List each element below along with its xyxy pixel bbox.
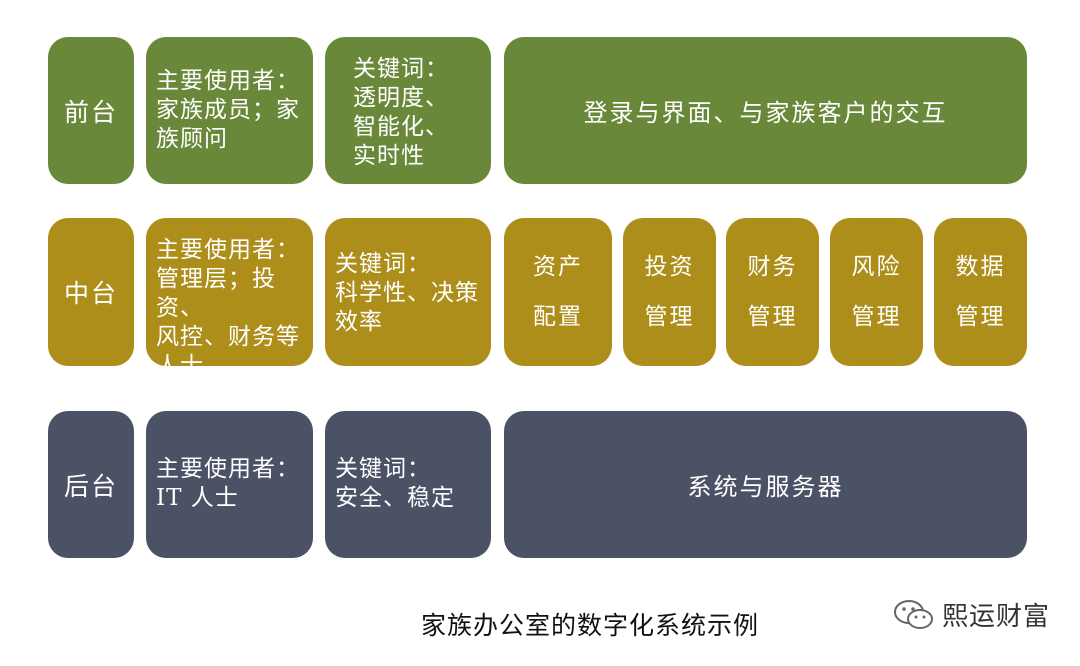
back-office-content: 系统与服务器 bbox=[504, 411, 1027, 558]
module-risk-management: 风险 管理 bbox=[830, 218, 923, 366]
front-office-content: 登录与界面、与家族客户的交互 bbox=[504, 37, 1027, 184]
middle-office-users: 主要使用者： 管理层；投资、 风控、财务等 人士 bbox=[146, 218, 313, 379]
wechat-icon bbox=[893, 599, 933, 629]
diagram-caption: 家族办公室的数字化系统示例 bbox=[420, 611, 759, 640]
back-office-label: 后台 bbox=[48, 411, 134, 558]
front-office-label: 前台 bbox=[48, 37, 134, 184]
module-investment-management: 投资 管理 bbox=[623, 218, 716, 366]
back-office-users: 主要使用者： IT 人士 bbox=[146, 411, 313, 558]
middle-office-label: 中台 bbox=[48, 218, 134, 366]
middle-office-keywords: 关键词： 科学性、决策 效率 bbox=[325, 218, 491, 366]
module-asset-allocation: 资产 配置 bbox=[504, 218, 612, 366]
watermark-text: 熙运财富 bbox=[941, 602, 1050, 632]
watermark: 熙运财富 bbox=[892, 596, 1050, 633]
module-data-management: 数据 管理 bbox=[934, 218, 1027, 366]
front-office-keywords: 关键词： 透明度、 智能化、 实时性 bbox=[325, 37, 491, 184]
back-office-keywords: 关键词： 安全、稳定 bbox=[325, 411, 491, 558]
module-finance-management: 财务 管理 bbox=[726, 218, 819, 366]
front-office-users: 主要使用者： 家族成员；家 族顾问 bbox=[146, 37, 313, 184]
